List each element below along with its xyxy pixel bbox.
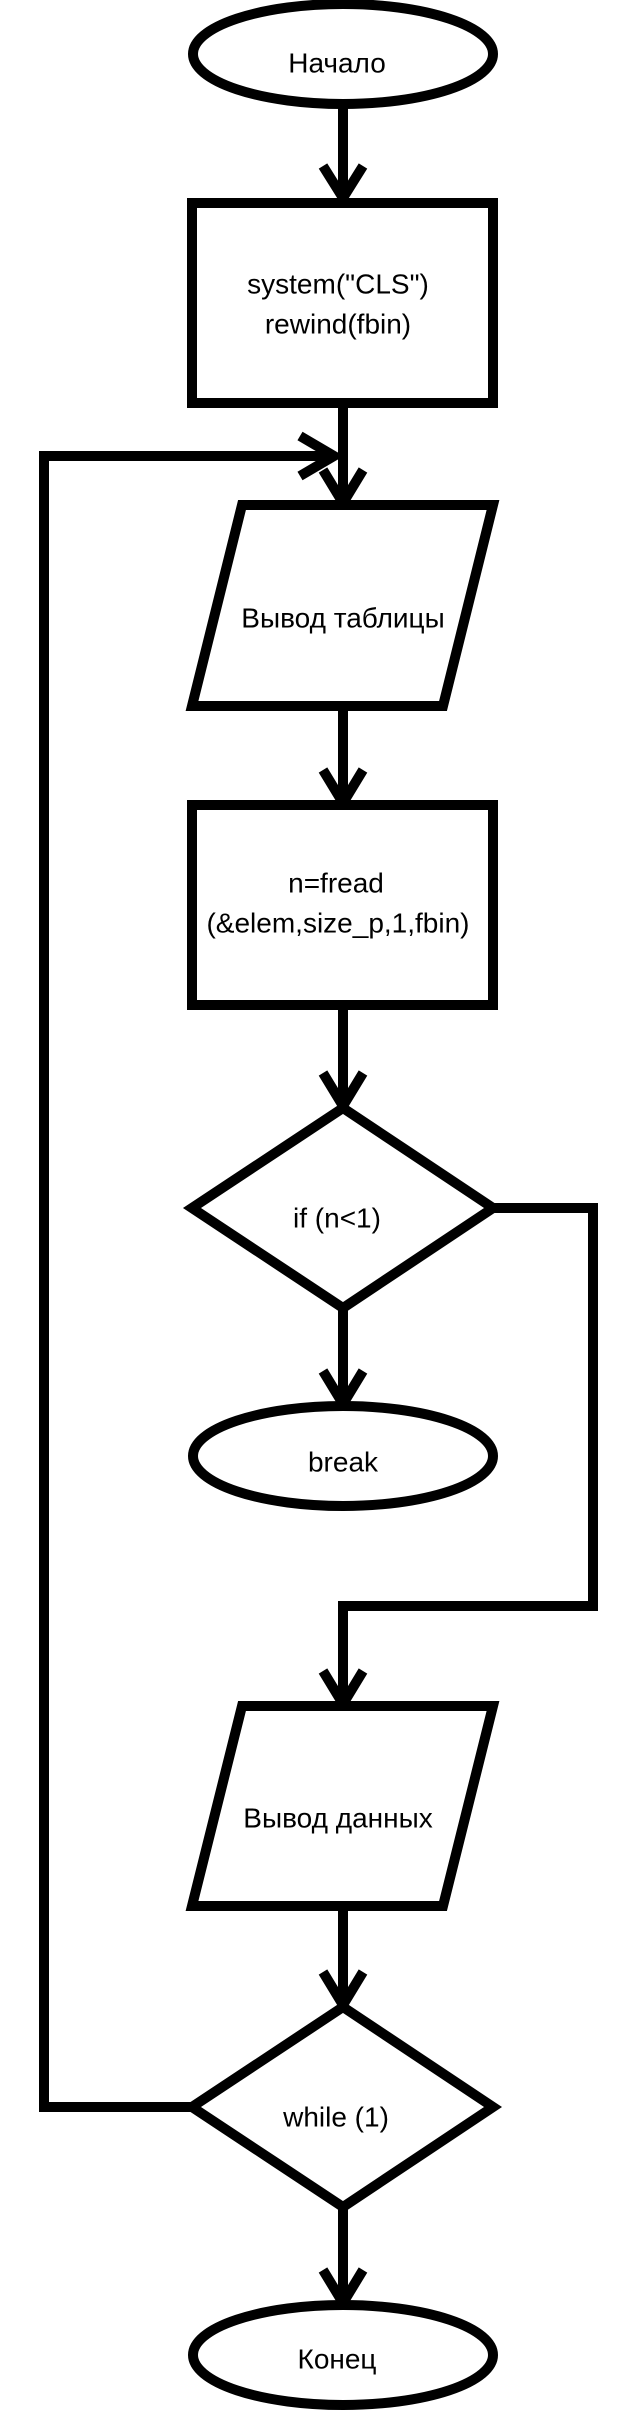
edge-loop-back bbox=[39, 451, 334, 2112]
io-shape bbox=[185, 500, 500, 711]
node-check-label: if (n<1) bbox=[293, 1202, 381, 1233]
node-print-table-label: Вывод таблицы bbox=[241, 602, 444, 633]
node-break-label: break bbox=[308, 1446, 379, 1477]
node-check: if (n<1) bbox=[182, 1101, 503, 1315]
node-init-line-2: rewind(fbin) bbox=[265, 308, 411, 339]
node-read-line-1: n=fread bbox=[288, 867, 384, 898]
node-read-line-2: (&elem,size_p,1,fbin) bbox=[206, 907, 469, 938]
node-while-label: while (1) bbox=[282, 2101, 389, 2132]
arrowhead-loop-back bbox=[297, 431, 344, 481]
node-print-table: Вывод таблицы bbox=[185, 500, 500, 711]
node-start: Начало bbox=[188, 0, 498, 109]
edge-check-to-print-data bbox=[338, 1203, 598, 1704]
node-init-line-1: system("CLS") bbox=[247, 268, 429, 299]
node-break: break bbox=[188, 1401, 498, 1511]
node-print-data-label: Вывод данных bbox=[243, 1802, 432, 1833]
terminator-shape bbox=[188, 1401, 498, 1511]
decision-shape bbox=[182, 1101, 503, 1315]
process-shape bbox=[187, 198, 498, 408]
node-read: n=fread (&elem,size_p,1,fbin) bbox=[187, 800, 498, 1010]
decision-shape bbox=[182, 2000, 503, 2214]
node-end: Конец bbox=[188, 2300, 498, 2410]
process-shape bbox=[187, 800, 498, 1010]
terminator-shape bbox=[188, 2300, 498, 2410]
io-shape bbox=[185, 1701, 500, 1911]
node-while: while (1) bbox=[182, 2000, 503, 2214]
node-start-label: Начало bbox=[288, 47, 386, 78]
node-print-data: Вывод данных bbox=[185, 1701, 500, 1911]
node-init: system("CLS") rewind(fbin) bbox=[187, 198, 498, 408]
node-end-label: Конец bbox=[298, 2343, 377, 2374]
terminator-shape bbox=[188, 0, 498, 109]
